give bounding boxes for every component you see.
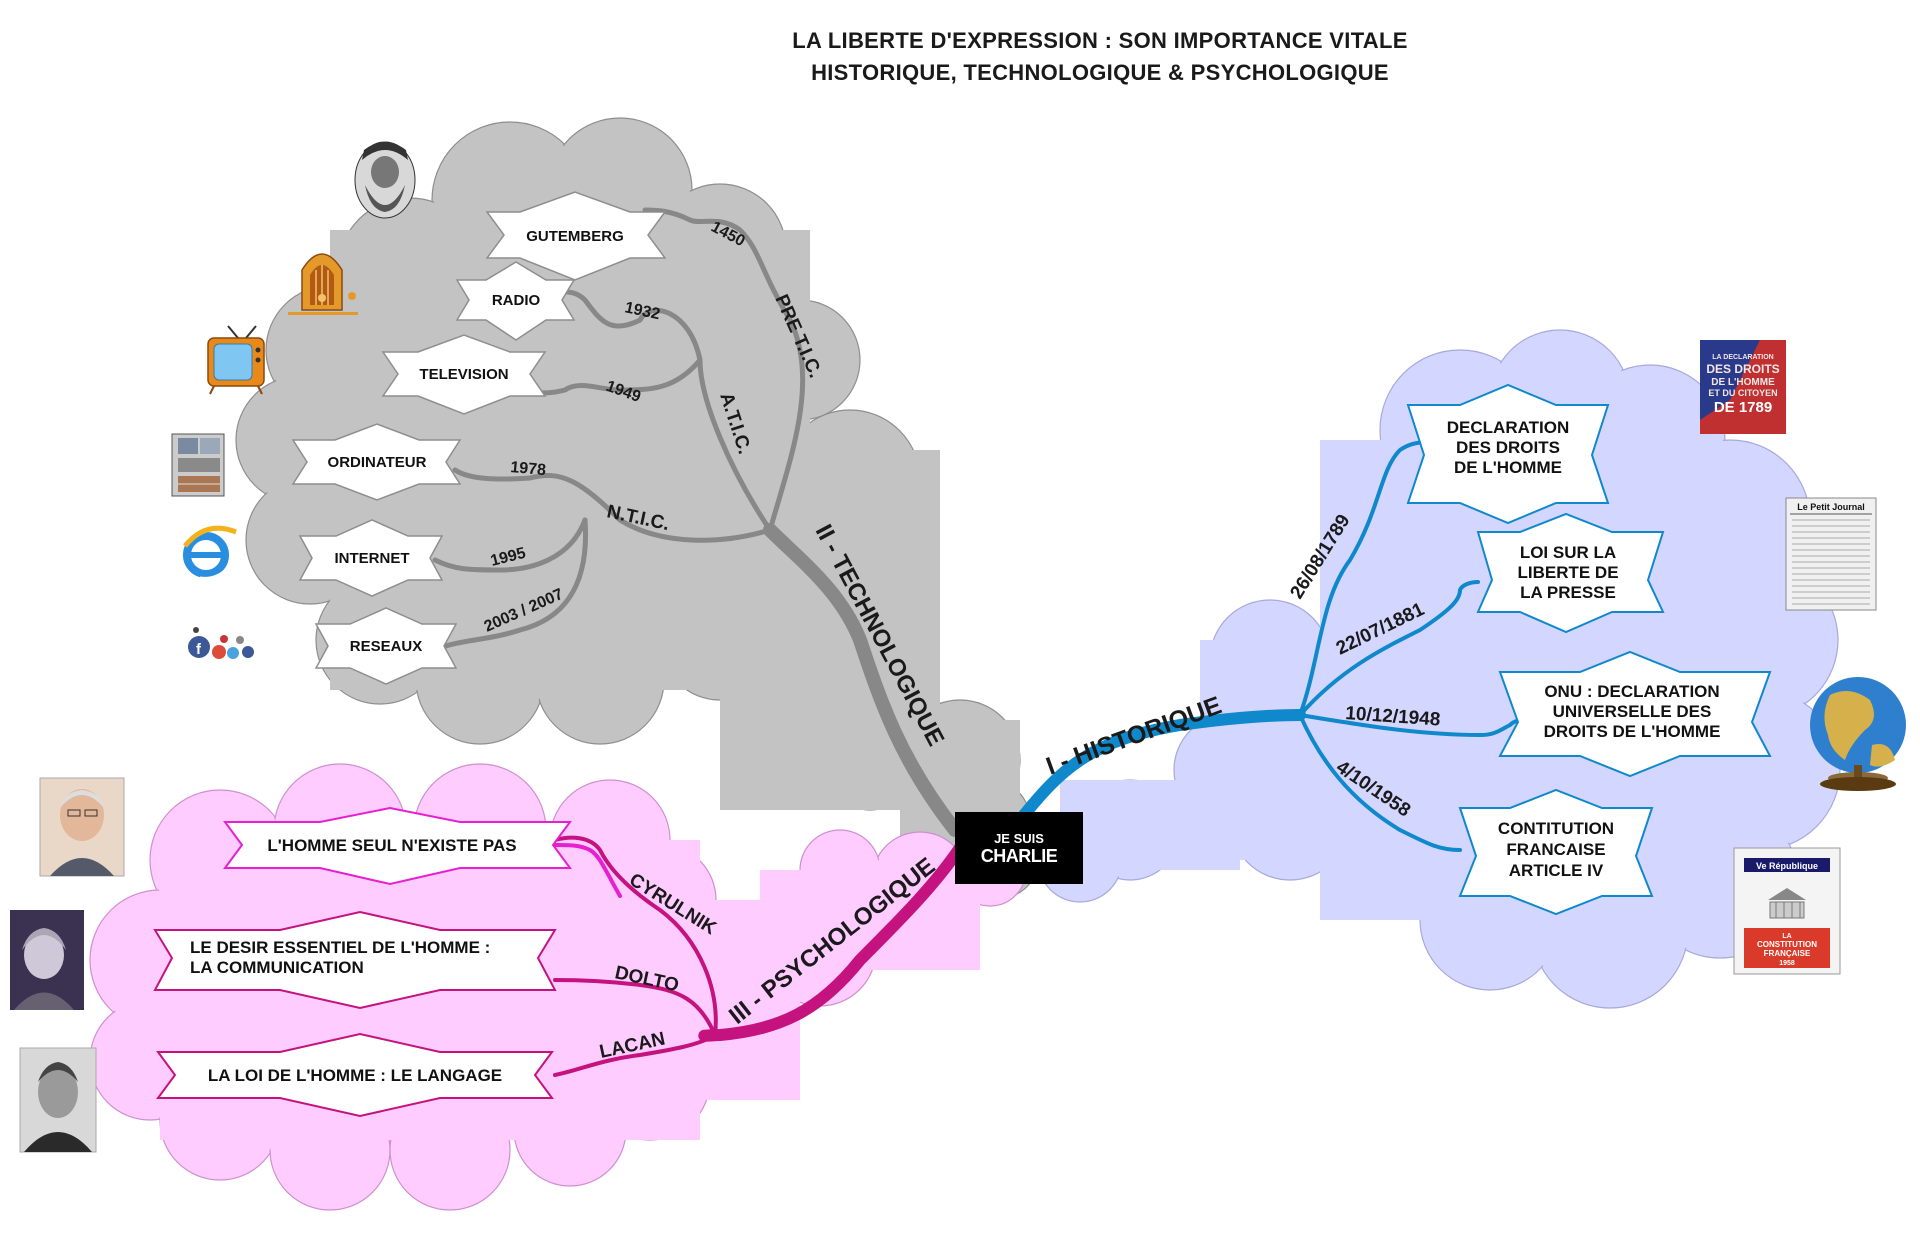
constitution-book-l4: FRANÇAISE (1764, 949, 1811, 958)
social-networks-icon: f (188, 627, 254, 659)
node-loi-presse-line1: LOI SUR LA (1520, 543, 1616, 562)
node-cyrulnik[interactable]: L'HOMME SEUL N'EXISTE PAS (223, 806, 572, 886)
newspaper-icon: Le Petit Journal (1785, 497, 1877, 611)
node-cyrulnik-line1: L'HOMME SEUL N'EXISTE PAS (267, 836, 516, 855)
center-node[interactable]: JE SUIS CHARLIE (955, 812, 1083, 884)
svg-text:f: f (196, 641, 202, 658)
node-onu-line2: UNIVERSELLE DES (1553, 702, 1712, 721)
node-reseaux-label: RESEAUX (350, 638, 423, 655)
node-constitution-line3: ARTICLE IV (1509, 861, 1604, 880)
node-television-label: TELEVISION (419, 366, 508, 383)
constitution-book-l1: Ve République (1756, 861, 1818, 871)
node-lacan[interactable]: LA LOI DE L'HOMME : LE LANGAGE (156, 1032, 554, 1118)
constitution-book-icon: Ve République LA CONSTITUTION FRANÇAISE … (1733, 847, 1841, 975)
node-constitution-1958[interactable]: CONTITUTION FRANCAISE ARTICLE IV (1458, 788, 1654, 916)
node-dolto[interactable]: LE DESIR ESSENTIEL DE L'HOMME : LA COMMU… (153, 910, 557, 1010)
node-dolto-line2: LA COMMUNICATION (190, 958, 364, 977)
gutenberg-portrait-icon (354, 141, 416, 219)
constitution-book-l5: 1958 (1779, 960, 1795, 967)
node-loi-presse-line3: LA PRESSE (1520, 583, 1616, 602)
node-onu-line3: DROITS DE L'HOMME (1544, 722, 1721, 741)
book-1789-l3: DE L'HOMME (1711, 377, 1775, 388)
node-internet[interactable]: INTERNET (298, 519, 444, 597)
dolto-portrait-icon (10, 910, 84, 1010)
globe-icon (1810, 677, 1906, 791)
node-loi-presse-line2: LIBERTE DE (1517, 563, 1618, 582)
year-ordinateur: 1978 (510, 459, 547, 479)
node-declaration-1789-line1: DECLARATION (1447, 418, 1569, 437)
center-line1: JE SUIS (994, 831, 1044, 846)
book-1789-l2: DES DROITS (1706, 362, 1779, 376)
node-dolto-line1: LE DESIR ESSENTIEL DE L'HOMME : (190, 938, 490, 957)
lacan-portrait-icon (19, 1047, 97, 1153)
node-declaration-1789[interactable]: DECLARATION DES DROITS DE L'HOMME (1406, 383, 1610, 525)
book-1789-l1: LA DECLARATION (1712, 354, 1773, 361)
node-constitution-line2: FRANCAISE (1506, 840, 1605, 859)
node-television[interactable]: TELEVISION (381, 334, 547, 415)
node-declaration-1789-line2: DES DROITS (1456, 438, 1560, 457)
old-computer-icon (171, 433, 225, 497)
branches-historique (1014, 440, 1530, 852)
node-loi-presse-1881[interactable]: LOI SUR LA LIBERTE DE LA PRESSE (1476, 512, 1665, 634)
page-title-line1: LA LIBERTE D'EXPRESSION : SON IMPORTANCE… (792, 28, 1408, 53)
node-ordinateur[interactable]: ORDINATEUR (291, 423, 462, 501)
branches-technologique (432, 207, 962, 837)
node-lacan-line1: LA LOI DE L'HOMME : LE LANGAGE (208, 1066, 502, 1085)
constitution-book-l3: CONSTITUTION (1757, 940, 1817, 949)
retro-tv-icon (207, 325, 265, 395)
book-1789-l5: DE 1789 (1714, 399, 1772, 416)
node-constitution-line1: CONTITUTION (1498, 819, 1614, 838)
newspaper-name: Le Petit Journal (1797, 502, 1865, 512)
node-gutemberg-label: GUTEMBERG (526, 228, 624, 245)
node-ordinateur-label: ORDINATEUR (328, 454, 427, 471)
node-declaration-1789-line3: DE L'HOMME (1454, 458, 1562, 477)
center-line2: CHARLIE (981, 846, 1058, 866)
page-title-line2: HISTORIQUE, TECHNOLOGIQUE & PSYCHOLOGIQU… (811, 60, 1389, 85)
node-radio[interactable]: RADIO (455, 261, 576, 341)
node-reseaux[interactable]: RESEAUX (314, 607, 458, 685)
book-1789-l4: ET DU CITOYEN (1708, 388, 1777, 398)
node-radio-label: RADIO (492, 292, 541, 309)
cyrulnik-portrait-icon (39, 777, 125, 877)
constitution-book-l2: LA (1782, 933, 1791, 940)
node-onu-line1: ONU : DECLARATION (1544, 682, 1719, 701)
node-internet-label: INTERNET (335, 550, 410, 567)
branches-psychologique (553, 834, 971, 1077)
node-gutemberg[interactable]: GUTEMBERG (485, 191, 667, 281)
vintage-radio-icon (288, 253, 358, 315)
node-onu-1948[interactable]: ONU : DECLARATION UNIVERSELLE DES DROITS… (1498, 650, 1772, 778)
declaration-1789-book-icon: LA DECLARATION DES DROITS DE L'HOMME ET … (1700, 340, 1786, 434)
internet-explorer-icon (183, 525, 237, 580)
